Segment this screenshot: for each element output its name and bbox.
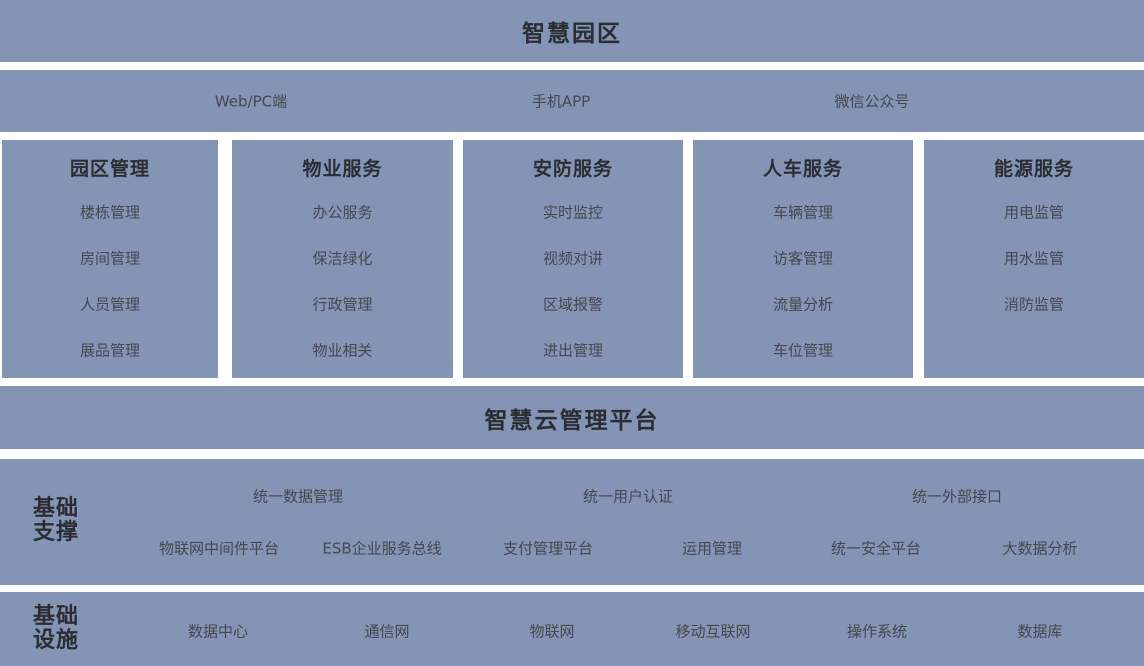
service-item: 保洁绿化 <box>312 249 373 268</box>
column-title: 人车服务 <box>762 158 843 180</box>
infrastructure-label-line1: 基础 <box>33 604 80 629</box>
support-item-payment-platform: 支付管理平台 <box>502 539 594 558</box>
service-column-security-service: 安防服务 实时监控 视频对讲 区域报警 进出管理 <box>463 140 683 378</box>
service-item: 行政管理 <box>312 295 373 314</box>
service-item: 进出管理 <box>542 341 603 360</box>
service-item: 人员管理 <box>79 295 140 314</box>
column-title: 能源服务 <box>993 158 1074 180</box>
support-item-big-data-analysis: 大数据分析 <box>1002 539 1078 558</box>
infra-item-communication-network: 通信网 <box>364 622 410 641</box>
infra-item-operating-system: 操作系统 <box>846 622 908 641</box>
service-item: 物业相关 <box>312 341 373 360</box>
infrastructure-band: 基础 设施 数据中心 通信网 物联网 移动互联网 操作系统 数据库 <box>0 592 1144 666</box>
column-title: 安防服务 <box>532 158 613 180</box>
support-label-line1: 基础 <box>33 496 80 521</box>
infrastructure-band-label: 基础 设施 <box>33 605 79 653</box>
support-item-unified-external-interface: 统一外部接口 <box>911 487 1003 506</box>
infra-item-database: 数据库 <box>1017 622 1063 641</box>
diagram-title: 智慧园区 <box>522 21 622 47</box>
cloud-platform-band: 智慧云管理平台 <box>0 386 1144 449</box>
support-band: 基础 支撑 统一数据管理 统一用户认证 统一外部接口 物联网中间件平台 ESB企… <box>0 459 1144 585</box>
support-item-unified-auth: 统一用户认证 <box>582 487 674 506</box>
title-band: 智慧园区 <box>0 0 1144 62</box>
service-item: 楼栋管理 <box>79 203 140 222</box>
service-item: 车位管理 <box>772 341 833 360</box>
cloud-platform-title: 智慧云管理平台 <box>484 407 660 434</box>
infra-item-data-center: 数据中心 <box>187 622 249 641</box>
service-item: 视频对讲 <box>542 249 603 268</box>
access-item-mobile-app: 手机APP <box>531 92 591 111</box>
access-item-web-pc: Web/PC端 <box>214 92 288 111</box>
service-item: 车辆管理 <box>772 203 833 222</box>
access-item-wechat: 微信公众号 <box>834 92 910 111</box>
support-item-iot-middleware: 物联网中间件平台 <box>158 539 280 558</box>
service-column-park-management: 园区管理 楼栋管理 房间管理 人员管理 展品管理 <box>2 140 218 378</box>
column-title: 物业服务 <box>302 158 383 180</box>
service-column-people-vehicle-service: 人车服务 车辆管理 访客管理 流量分析 车位管理 <box>693 140 913 378</box>
service-item: 办公服务 <box>312 203 373 222</box>
service-item: 用水监管 <box>1003 249 1064 268</box>
access-band: Web/PC端 手机APP 微信公众号 <box>0 70 1144 132</box>
infrastructure-label-line2: 设施 <box>33 628 80 653</box>
support-band-label: 基础 支撑 <box>33 497 79 545</box>
service-item: 展品管理 <box>79 341 140 360</box>
service-column-property-service: 物业服务 办公服务 保洁绿化 行政管理 物业相关 <box>232 140 453 378</box>
support-label-line2: 支撑 <box>33 520 80 545</box>
service-item: 区域报警 <box>542 295 603 314</box>
support-item-operation-management: 运用管理 <box>681 539 743 558</box>
support-item-esb: ESB企业服务总线 <box>322 539 442 558</box>
support-item-unified-security-platform: 统一安全平台 <box>830 539 922 558</box>
infra-item-iot: 物联网 <box>529 622 575 641</box>
service-item: 消防监管 <box>1003 295 1064 314</box>
service-item: 流量分析 <box>772 295 833 314</box>
service-item: 实时监控 <box>542 203 603 222</box>
service-item: 访客管理 <box>772 249 833 268</box>
infra-item-mobile-internet: 移动互联网 <box>675 622 751 641</box>
service-column-energy-service: 能源服务 用电监管 用水监管 消防监管 <box>924 140 1144 378</box>
service-item: 用电监管 <box>1003 203 1064 222</box>
service-item: 房间管理 <box>79 249 140 268</box>
column-title: 园区管理 <box>69 158 150 180</box>
support-item-unified-data: 统一数据管理 <box>252 487 344 506</box>
